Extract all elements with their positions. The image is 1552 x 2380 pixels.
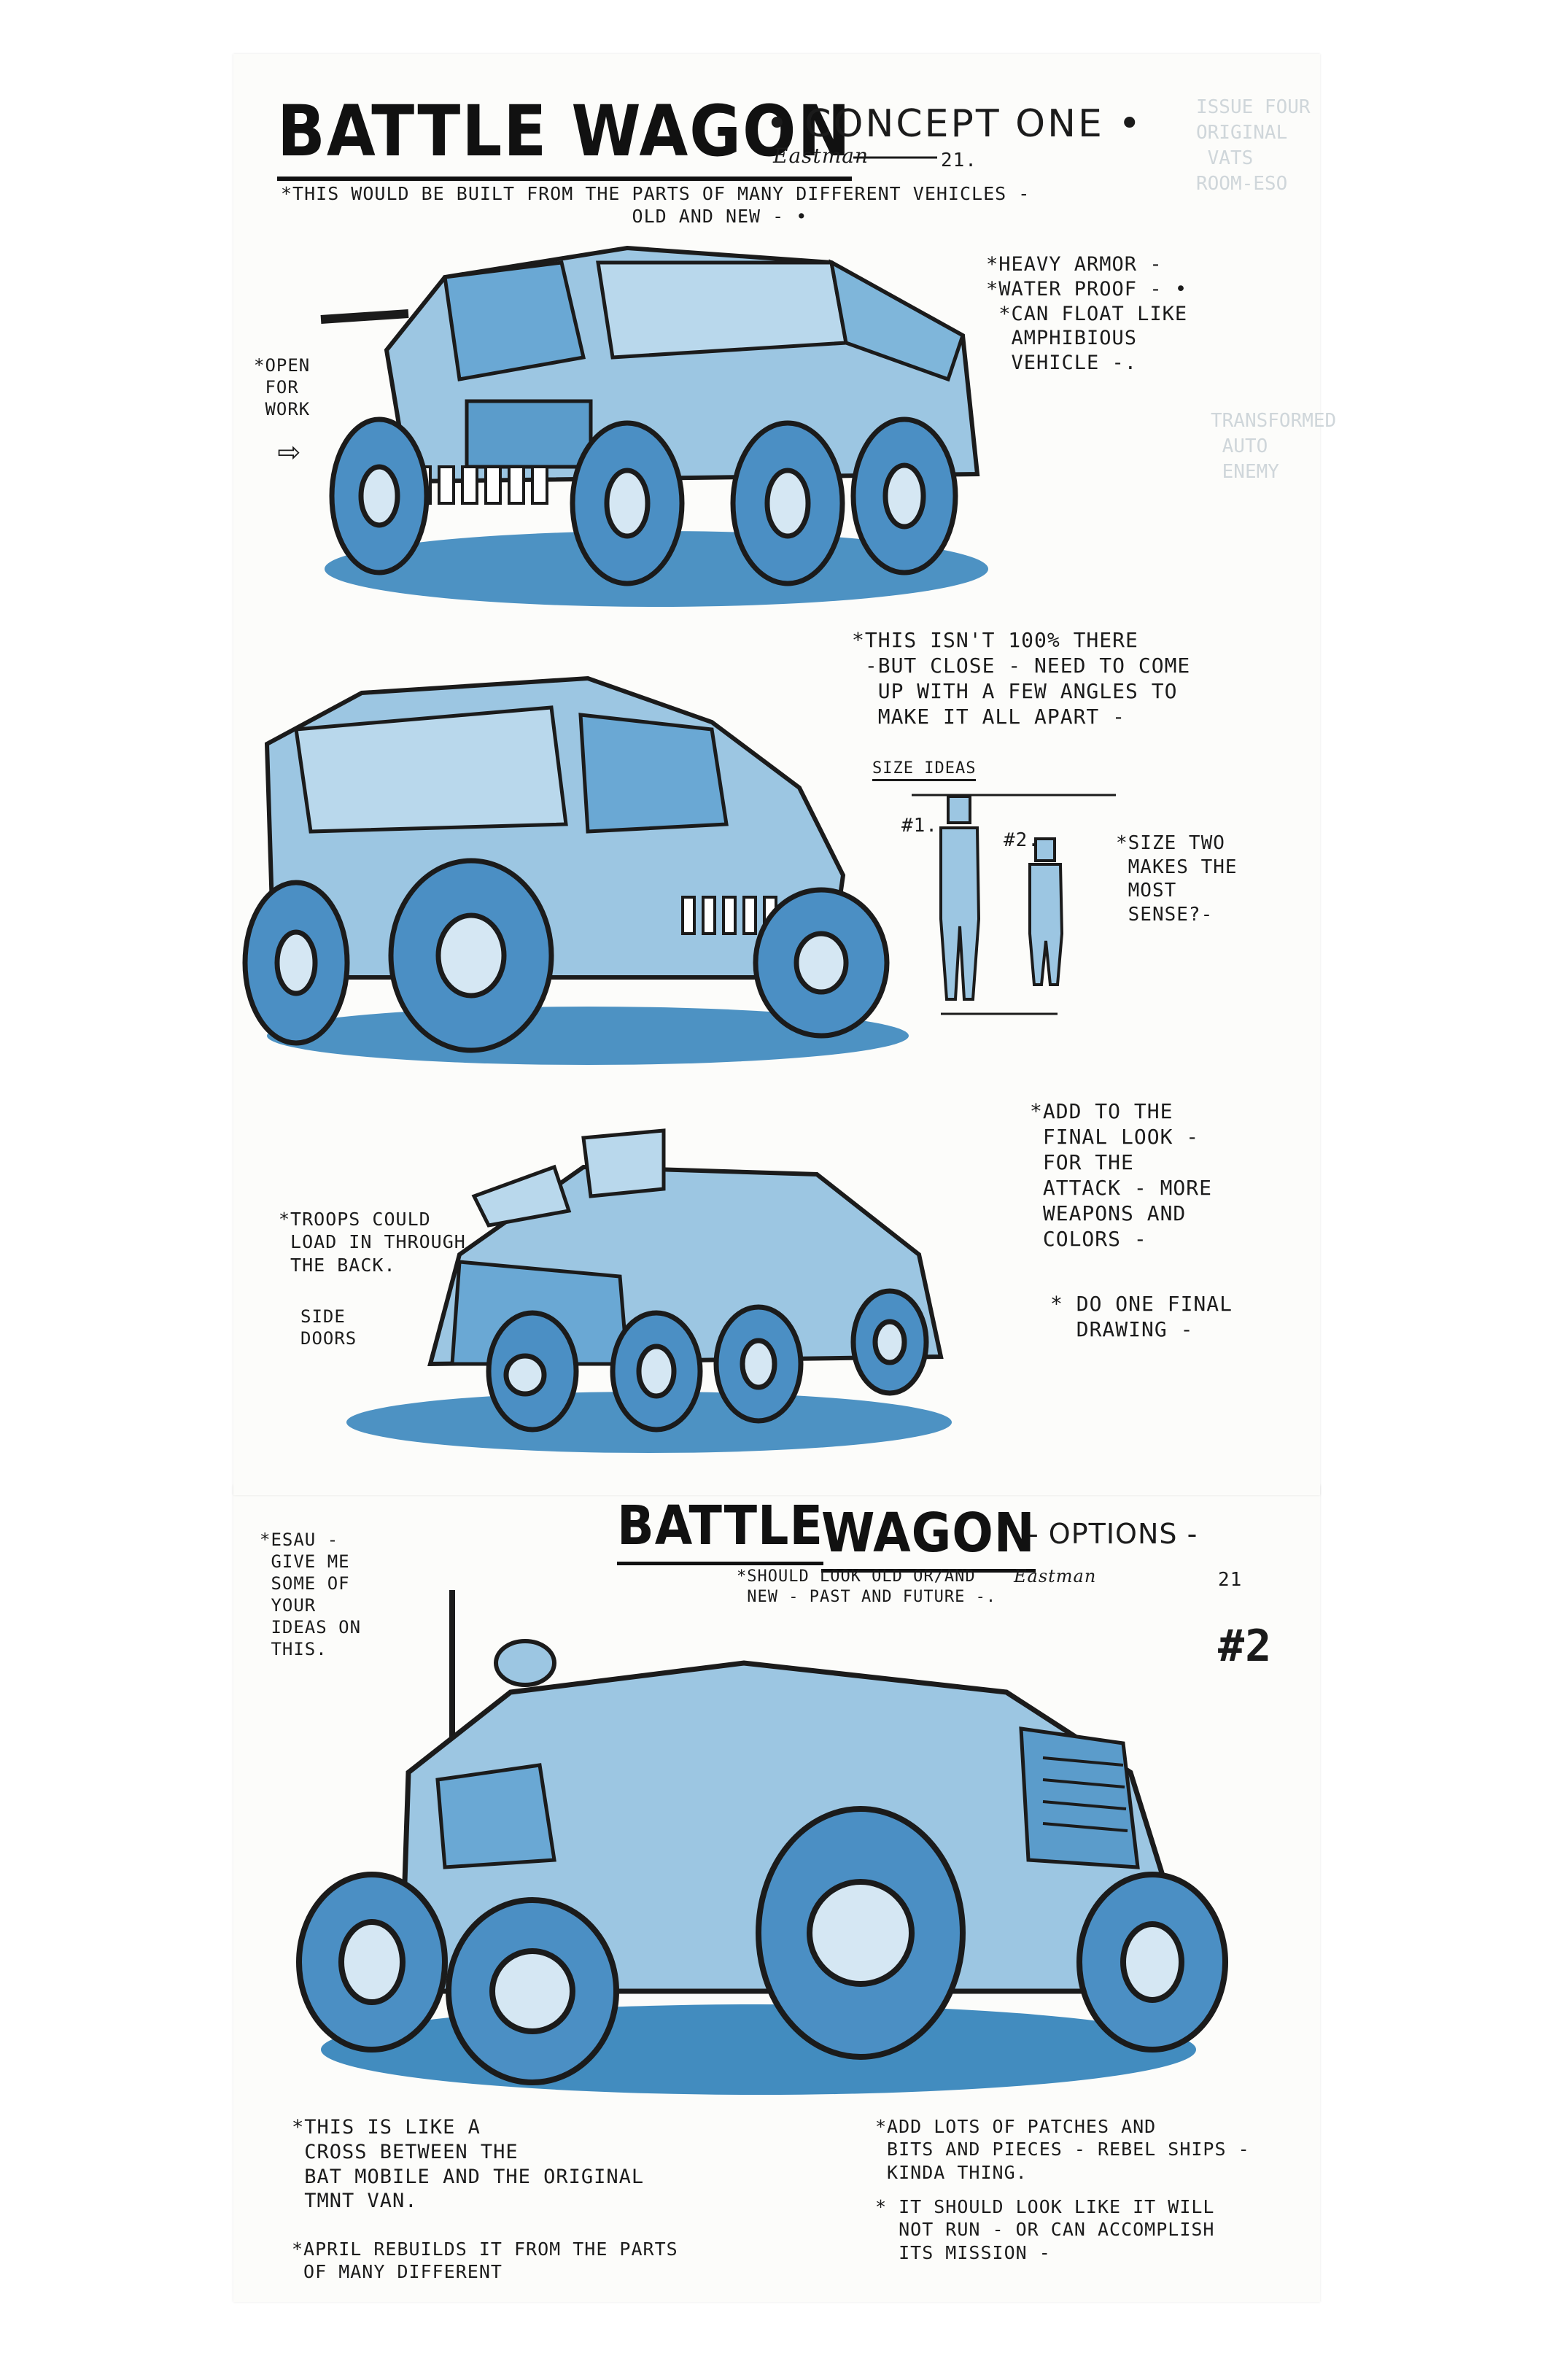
look-note: *SHOULD LOOK OLD OR/AND NEW - PAST AND F… bbox=[737, 1567, 997, 1606]
signature-year-two: 21 bbox=[1218, 1569, 1243, 1591]
size-ideas-label: SIZE IDEAS bbox=[872, 759, 977, 781]
armor-notes: *HEAVY ARMOR - *WATER PROOF - • *CAN FLO… bbox=[986, 253, 1188, 374]
page-title-options-wagon: WAGON bbox=[821, 1500, 1036, 1573]
size-option-one: #1. bbox=[901, 815, 938, 837]
vehicle-sketch-two bbox=[242, 675, 909, 1065]
batmobile-note: *THIS IS LIKE A CROSS BETWEEN THE BAT MO… bbox=[292, 2116, 645, 2213]
size-note: *SIZE TWO MAKES THE MOST SENSE?- bbox=[1116, 832, 1238, 926]
april-note: *APRIL REBUILDS IT FROM THE PARTS OF MAN… bbox=[292, 2238, 678, 2283]
vehicle-sketch-four bbox=[296, 1590, 1228, 2095]
bleed-through-text: TRANSFORMED AUTO ENEMY bbox=[1211, 410, 1337, 484]
open-for-work-note: *OPEN FOR WORK bbox=[254, 355, 311, 419]
troops-note: *TROOPS COULD LOAD IN THROUGH THE BACK. bbox=[279, 1209, 466, 1276]
option-number: #2 bbox=[1218, 1621, 1273, 1672]
vehicle-sketch-three bbox=[346, 1128, 952, 1453]
esau-note: *ESAU - GIVE ME SOME OF YOUR IDEAS ON TH… bbox=[260, 1530, 362, 1659]
patches-note: *ADD LOTS OF PATCHES AND BITS AND PIECES… bbox=[875, 2116, 1250, 2183]
artist-signature-two: Eastman bbox=[1014, 1566, 1097, 1586]
size-option-two: #2. bbox=[1004, 829, 1040, 851]
arrow-right-icon: ⇨ bbox=[277, 429, 301, 473]
not-there-note: *THIS ISN'T 100% THERE -BUT CLOSE - NEED… bbox=[852, 628, 1191, 729]
page-subtitle: • CONCEPT ONE • bbox=[766, 102, 1144, 146]
page-title-options: BATTLE bbox=[617, 1492, 823, 1565]
size-comparison-figures bbox=[912, 794, 1116, 1015]
signature-year: 21. bbox=[941, 150, 977, 171]
vehicle-sketch-one bbox=[320, 245, 988, 607]
bleed-through-text: ISSUE FOUR ORIGINAL VATS ROOM-ESO bbox=[1196, 96, 1311, 195]
final-look-note: *ADD TO THE FINAL LOOK - FOR THE ATTACK … bbox=[1030, 1099, 1213, 1251]
page-subtitle-options: - OPTIONS - bbox=[1028, 1518, 1198, 1550]
signature-stroke bbox=[853, 156, 937, 159]
mission-note: * IT SHOULD LOOK LIKE IT WILL NOT RUN - … bbox=[875, 2196, 1215, 2263]
artist-signature: Eastman bbox=[773, 144, 869, 168]
intro-note: *THIS WOULD BE BUILT FROM THE PARTS OF M… bbox=[281, 183, 1031, 228]
side-doors-note: SIDE DOORS bbox=[300, 1306, 357, 1349]
final-drawing-note: * DO ONE FINAL DRAWING - bbox=[1050, 1292, 1233, 1341]
page-title: BATTLE WAGON bbox=[277, 88, 852, 181]
